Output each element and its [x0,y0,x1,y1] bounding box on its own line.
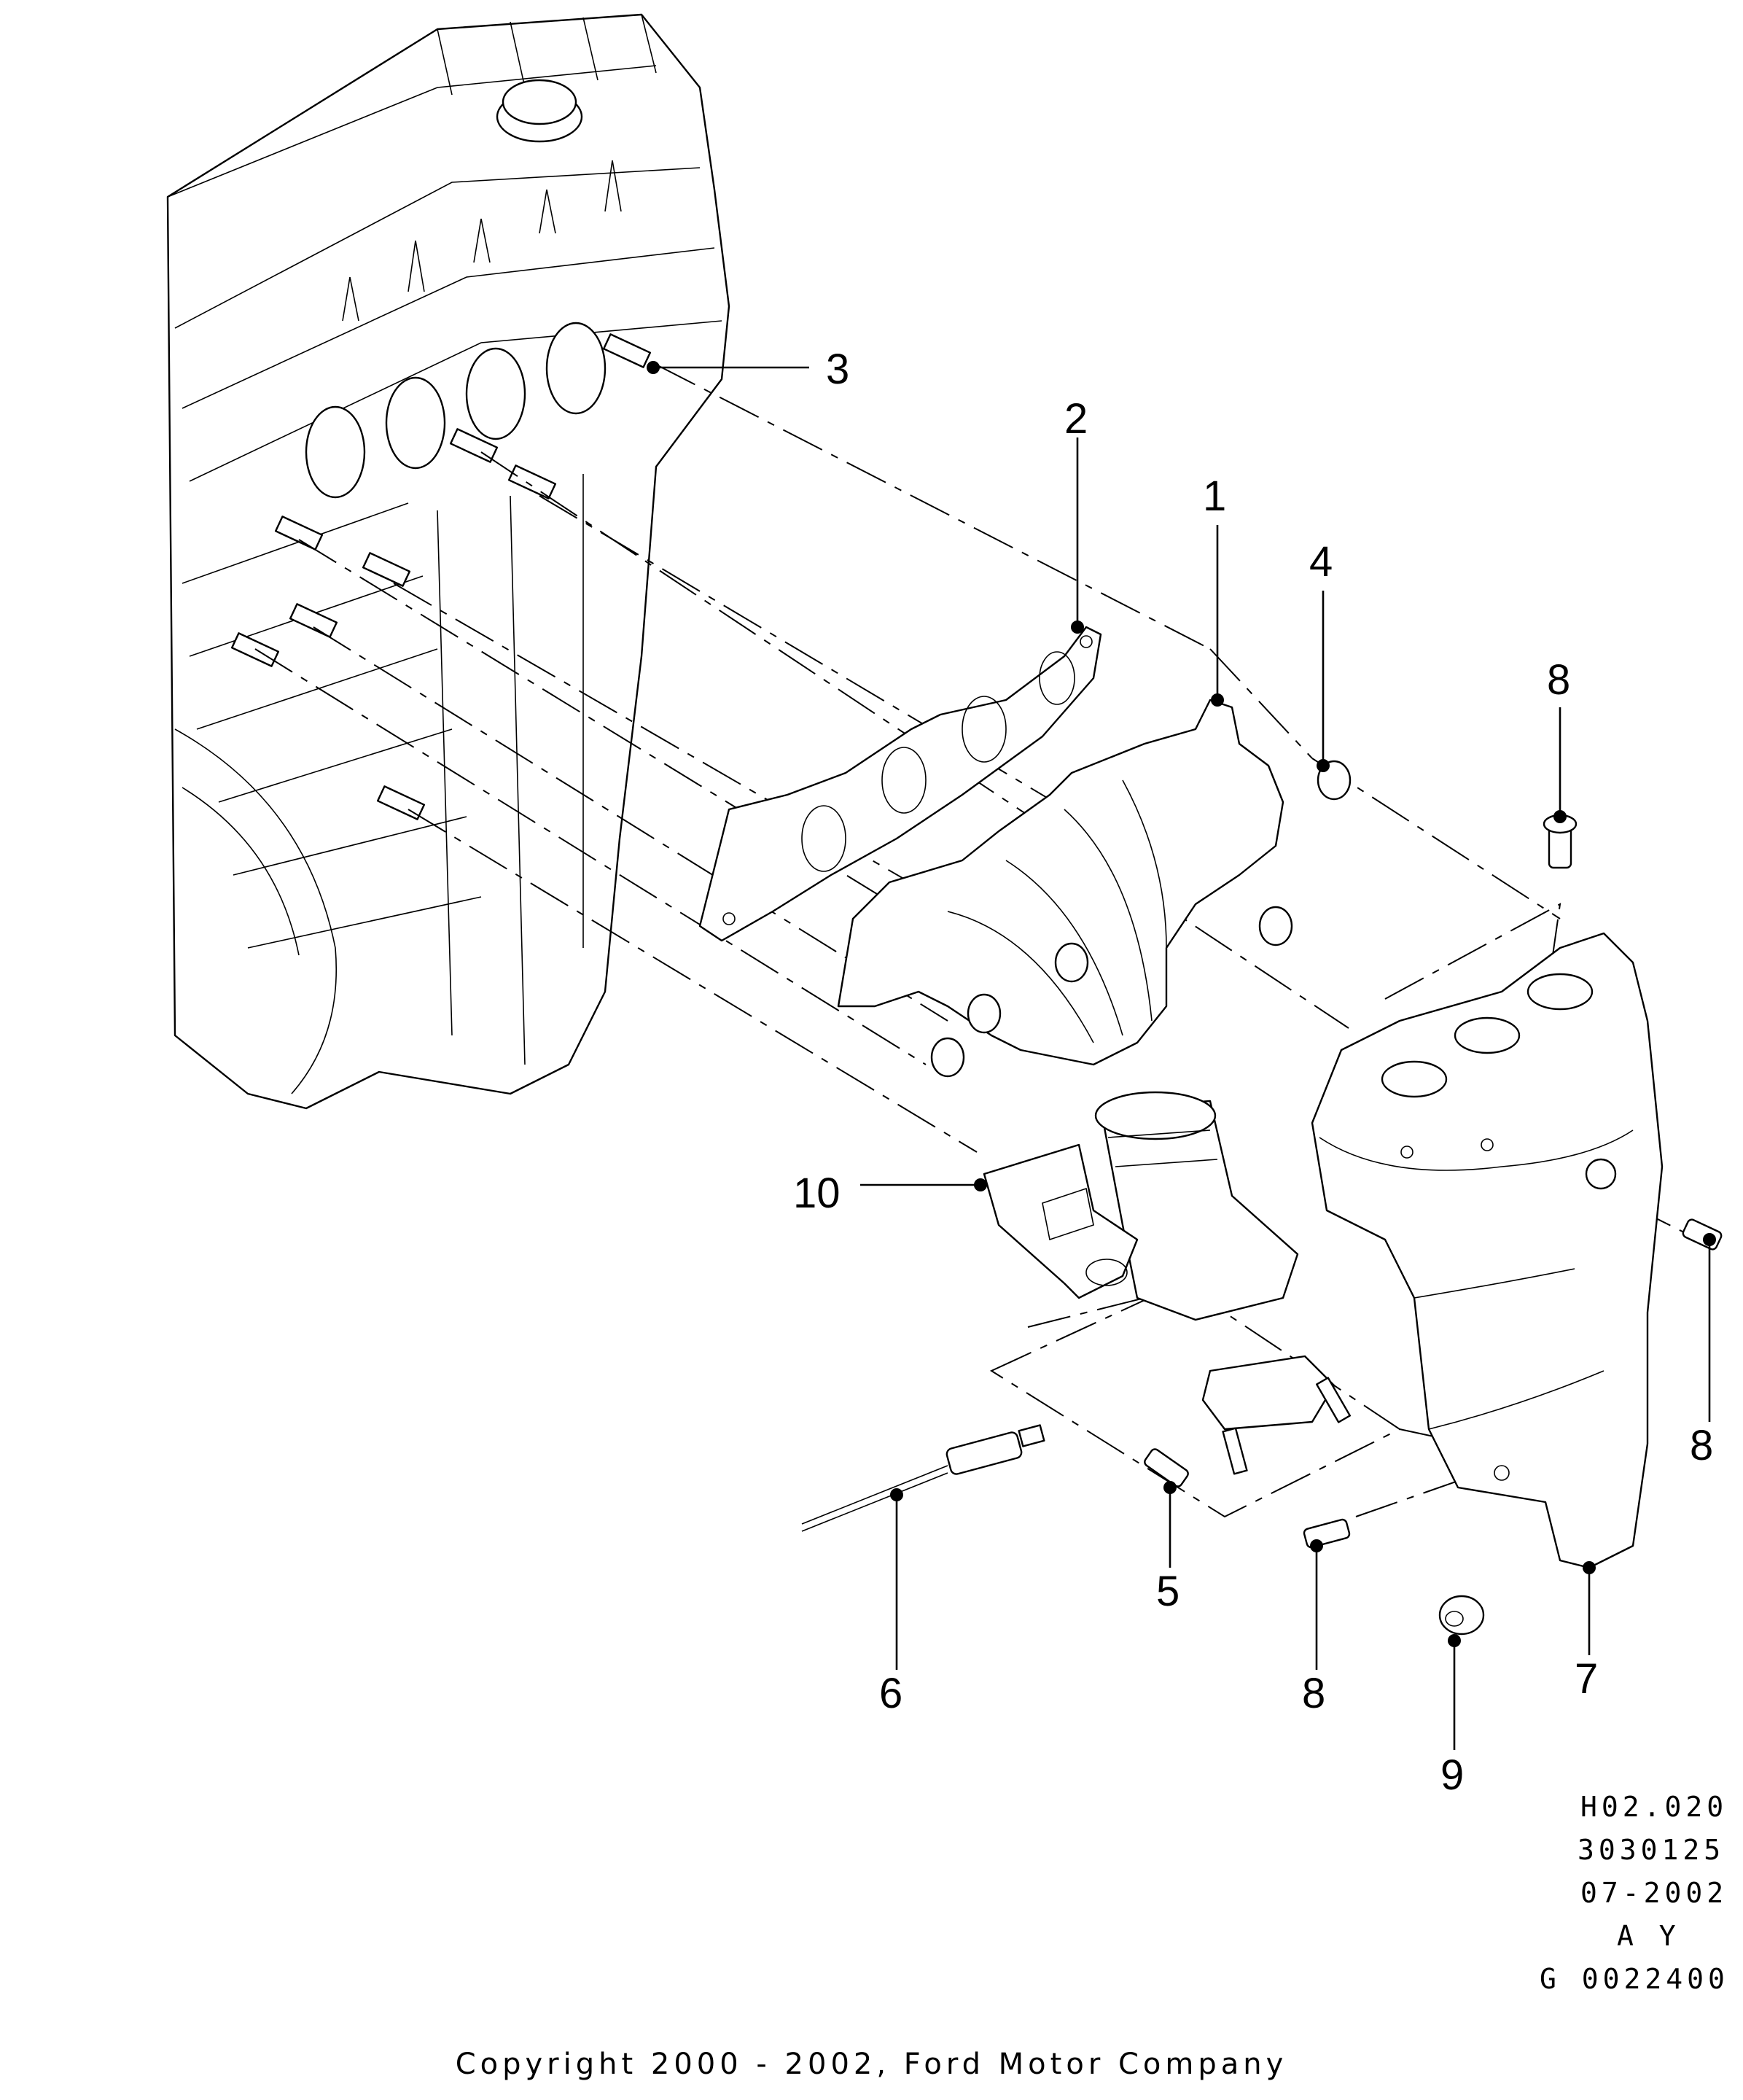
ref-section: H02.020 [1580,1791,1728,1823]
oxygen-sensor-part-6 [801,1424,1045,1532]
manifold-gasket [698,626,1102,942]
support-bracket [983,1143,1139,1299]
callout-7: 7 [1575,1655,1598,1703]
engine-block [166,13,730,1110]
copyright-notice: Copyright 2000 - 2002, Ford Motor Compan… [455,2048,1288,2081]
callout-6: 6 [879,1670,902,1717]
callout-3: 3 [826,346,849,393]
spacer-part-9 [1438,1595,1485,1636]
callout-2: 2 [1064,395,1088,443]
callout-8-right: 8 [1690,1422,1713,1469]
callout-1: 1 [1203,472,1226,520]
callout-8-upper: 8 [1547,656,1570,704]
manifold-studs [230,333,652,820]
callout-8-lower: 8 [1302,1670,1325,1717]
ref-date: 07-2002 [1580,1877,1728,1909]
callout-5: 5 [1156,1568,1179,1615]
heat-shield [1311,932,1664,1569]
callout-labels: 3 2 1 4 8 10 8 5 6 8 7 9 [793,346,1713,1799]
callout-4: 4 [1309,538,1333,586]
callout-10: 10 [793,1170,841,1217]
nut-part-4 [930,760,1352,1078]
ref-code: A Y [1617,1920,1680,1952]
ref-number: 3030125 [1578,1834,1726,1866]
exhaust-manifold [837,699,1351,1475]
callout-leaders [647,361,1716,1750]
callout-9: 9 [1440,1751,1464,1799]
bolt-part-5 [1144,1448,1189,1488]
ref-graphic: G 0022400 0 [1540,1963,1729,1995]
